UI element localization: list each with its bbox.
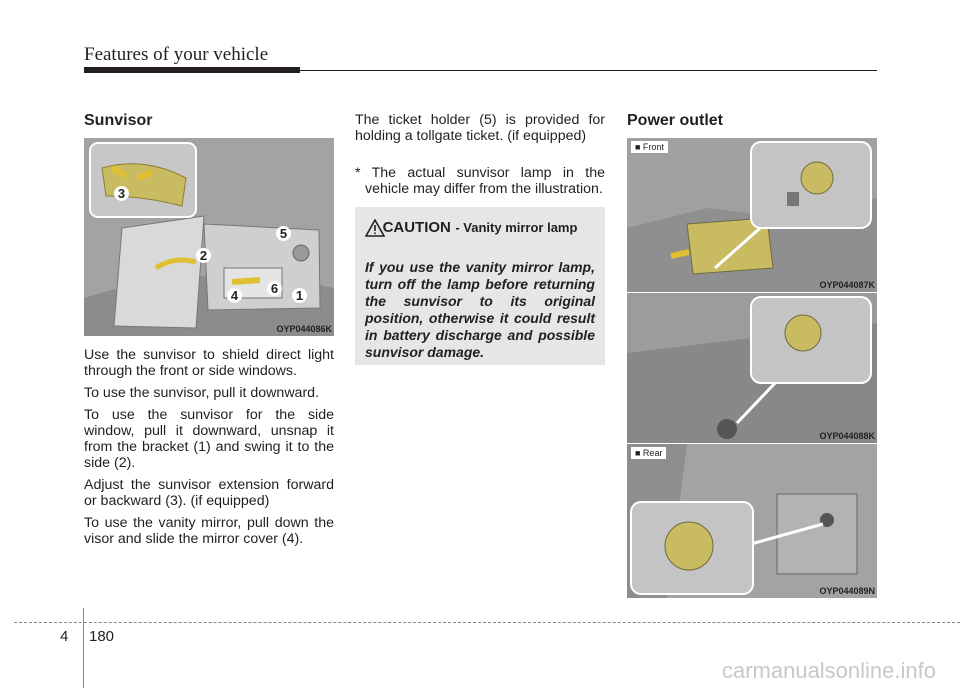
rear-tag: ■ Rear [631, 447, 667, 459]
sunvisor-text: Use the sunvisor to shield direct light … [84, 347, 334, 553]
power-outlet-title: Power outlet [627, 112, 724, 129]
sunvisor-figure: 2 3 4 5 6 1 OYP044086K [84, 138, 334, 336]
footer-divider [83, 608, 84, 688]
caution-subtitle: - Vanity mirror lamp [455, 220, 578, 235]
callout-2: 2 [196, 248, 211, 263]
caution-box: CAUTION - Vanity mirror lamp If you use … [355, 207, 605, 365]
sunvisor-illustration [84, 138, 334, 336]
rear-figure-code: OYP044089N [819, 586, 875, 596]
front-tag: ■ Front [631, 141, 668, 153]
warning-triangle-icon [365, 219, 385, 237]
front-outlet-figure: ■ Front OYP044087K [627, 138, 877, 292]
callout-5: 5 [276, 226, 291, 241]
middle-outlet-illustration [627, 293, 877, 443]
sunvisor-figure-code: OYP044086K [276, 324, 332, 334]
watermark: carmanualsonline.info [721, 658, 936, 683]
caution-heading: CAUTION - Vanity mirror lamp [365, 219, 595, 237]
callout-6: 6 [267, 281, 282, 296]
header-rule [84, 70, 877, 71]
middle-figure-code: OYP044088K [819, 431, 875, 441]
caution-word: CAUTION [382, 219, 451, 236]
rear-outlet-figure: ■ Rear OYP044089N [627, 444, 877, 598]
page-number: 180 [89, 628, 115, 645]
sunvisor-paragraph: To use the sunvisor for the side window,… [84, 407, 334, 471]
section-number: 4 [60, 628, 69, 645]
sunvisor-paragraph: To use the vanity mirror, pull down the … [84, 515, 334, 547]
header-bar [84, 67, 300, 73]
ticket-holder-text: The ticket holder (5) is provided for ho… [355, 112, 605, 144]
sunvisor-paragraph: Use the sunvisor to shield direct light … [84, 347, 334, 379]
callout-1: 1 [292, 288, 307, 303]
callout-3: 3 [114, 186, 129, 201]
front-figure-code: OYP044087K [819, 280, 875, 290]
footer-rule [14, 622, 960, 623]
front-outlet-illustration [627, 138, 877, 292]
page-header-title: Features of your vehicle [84, 44, 269, 65]
caution-body: If you use the vanity mirror lamp, turn … [365, 259, 595, 360]
sunvisor-paragraph: Adjust the sunvisor extension forward or… [84, 477, 334, 509]
sunvisor-paragraph: To use the sunvisor, pull it downward. [84, 385, 320, 401]
lamp-note: * The actual sunvisor lamp in the vehicl… [355, 165, 605, 197]
rear-outlet-illustration [627, 444, 877, 598]
sunvisor-title: Sunvisor [84, 112, 153, 129]
callout-4: 4 [227, 288, 242, 303]
middle-outlet-figure: OYP044088K [627, 293, 877, 443]
